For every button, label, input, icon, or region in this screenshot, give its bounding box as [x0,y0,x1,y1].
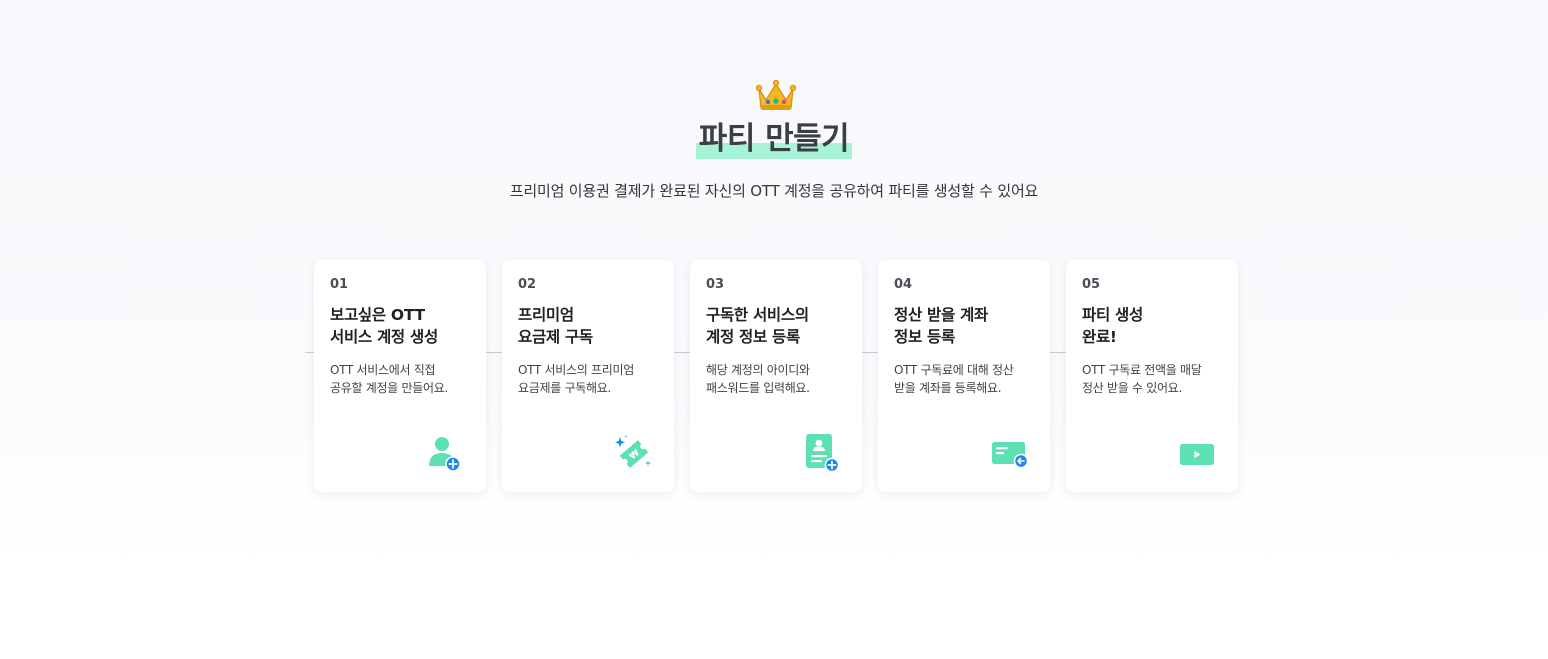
step-number: 02 [518,277,537,292]
title-wrap: 파티 만들기 [0,118,1548,160]
step-description: 해당 계정의 아이디와 패스워드를 입력해요. [706,363,810,395]
step-title: 파티 생성 완료! [1082,306,1143,346]
step-card-3: 03 구독한 서비스의 계정 정보 등록 해당 계정의 아이디와 패스워드를 입… [690,260,862,492]
step-number: 01 [330,277,349,292]
play-icon [1180,444,1214,465]
step-card-1: 01 보고싶은 OTT 서비스 계정 생성 OTT 서비스에서 직접 공유할 계… [314,260,486,492]
id-card-add-icon [806,434,840,473]
step-card-2: 02 프리미엄 요금제 구독 OTT 서비스의 프리미엄 요금제를 구독해요. … [502,260,674,492]
step-connector [862,352,886,353]
step-description: OTT 서비스에서 직접 공유할 계정을 만들어요. [330,363,448,395]
step-connector [674,352,698,353]
step-title: 보고싶은 OTT 서비스 계정 생성 [330,306,438,346]
crown-icon [755,79,797,110]
bank-card-icon [992,442,1029,469]
ticket-sparkle-icon: ₩ [615,435,652,468]
step-number: 03 [706,277,725,292]
step-connector [486,352,510,353]
step-connector [1050,352,1074,353]
step-card-5: 05 파티 생성 완료! OTT 구독료 전액을 매달 정산 받을 수 있어요. [1066,260,1238,492]
steps-row: 01 보고싶은 OTT 서비스 계정 생성 OTT 서비스에서 직접 공유할 계… [305,260,1238,492]
step-description: OTT 구독료에 대해 정산 받을 계좌를 등록해요. [894,363,1014,395]
step-title: 구독한 서비스의 계정 정보 등록 [706,306,809,346]
step-description: OTT 서비스의 프리미엄 요금제를 구독해요. [518,363,634,395]
step-card-4: 04 정산 받을 계좌 정보 등록 OTT 구독료에 대해 정산 받을 계좌를 … [878,260,1050,492]
user-add-icon [429,437,461,472]
step-number: 05 [1082,277,1101,292]
step-description: OTT 구독료 전액을 매달 정산 받을 수 있어요. [1082,363,1202,395]
step-number: 04 [894,277,913,292]
step-connector [305,352,322,353]
page-title: 파티 만들기 [695,118,853,160]
page-subtitle: 프리미엄 이용권 결제가 완료된 자신의 OTT 계정을 공유하여 파티를 생성… [509,182,1039,200]
step-title: 프리미엄 요금제 구독 [518,306,593,346]
step-title: 정산 받을 계좌 정보 등록 [894,306,988,346]
